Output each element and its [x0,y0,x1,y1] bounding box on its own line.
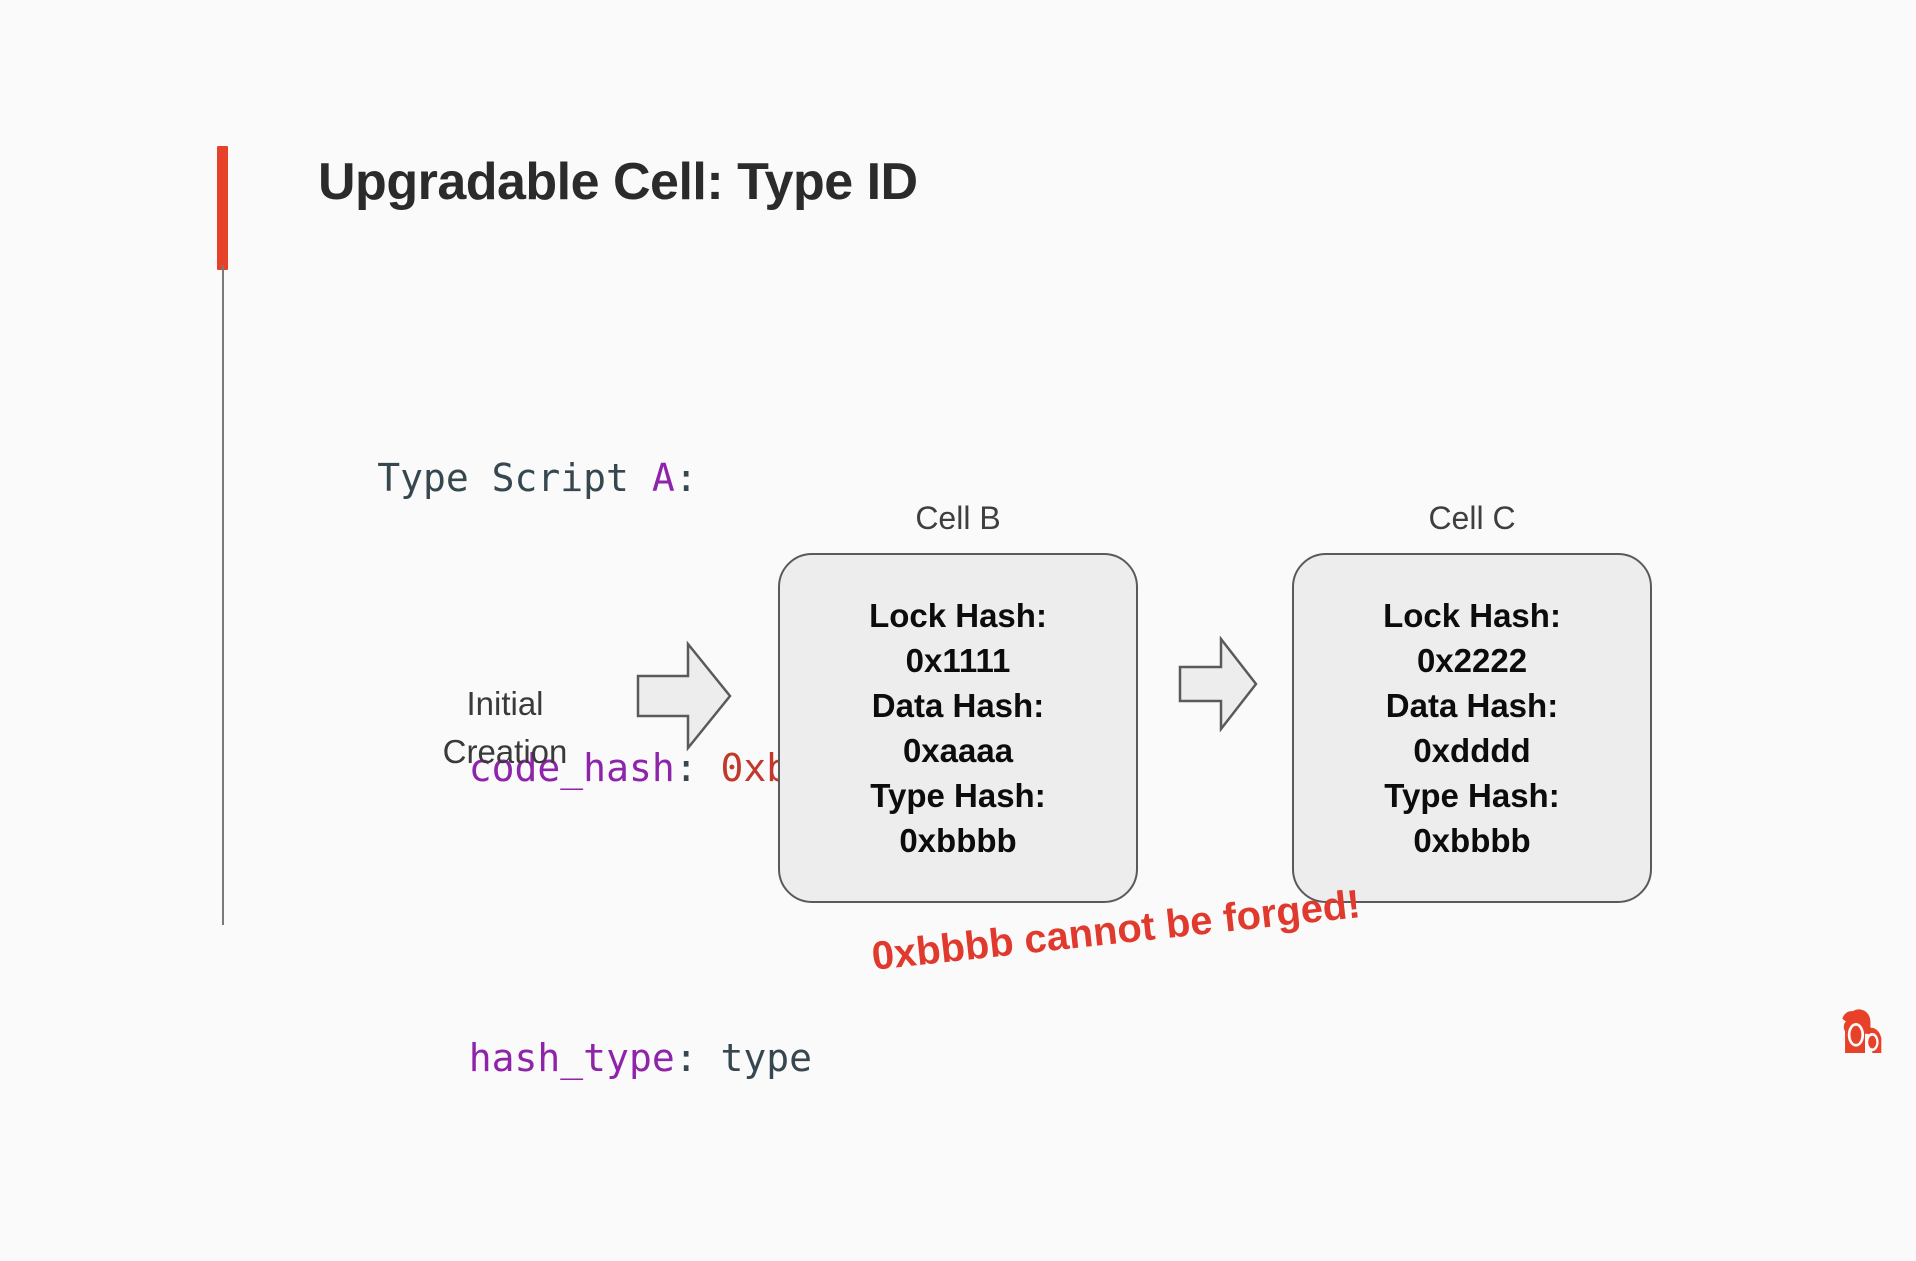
title-accent-bar [217,146,228,270]
cell-b-box: Lock Hash: 0x1111 Data Hash: 0xaaaa Type… [778,553,1138,903]
cell-b-type-hash-value: 0xbbbb [899,822,1017,859]
cell-c-type-hash-label: Type Hash: [1384,777,1560,814]
cell-b-lock-hash-label: Lock Hash: [869,597,1047,634]
cell-c-lock-hash-label: Lock Hash: [1383,597,1561,634]
left-vertical-rule [222,265,224,925]
cell-c-box: Lock Hash: 0x2222 Data Hash: 0xdddd Type… [1292,553,1652,903]
cell-b-data-hash-label: Data Hash: [871,687,1045,724]
code-line-1: Type Script A: [240,391,858,565]
code-line-3: hash_type: type [240,971,858,1145]
code-token-colon-3: : [674,1036,721,1080]
cell-b-lock-hash-value: 0x1111 [905,642,1011,679]
cell-b-title: Cell B [915,500,1001,536]
initial-creation-line-1: Initial [466,685,544,722]
code-token-colon-1: : [674,456,698,500]
arrow-initial-creation-to-cell-b [636,640,732,752]
cell-b-type-hash-label: Type Hash: [870,777,1046,814]
cell-c-data-hash-value: 0xdddd [1413,732,1531,769]
nervos-gorilla-logo-icon [1842,1009,1882,1053]
page-title: Upgradable Cell: Type ID [318,153,918,211]
cell-flow-diagram: Initial Creation Cell B Lock Hash: 0x111… [400,500,1652,903]
cell-c-lock-hash-value: 0x2222 [1416,642,1528,679]
cell-b-data-hash-value: 0xaaaa [902,732,1014,769]
code-token-type-script: Type Script [377,456,652,500]
code-token-hash-type-key: hash_type [468,1036,675,1080]
cell-c-data-hash-label: Data Hash: [1385,687,1559,724]
type-script-code-block: Type Script A: code_hash: 0xbbbb hash_ty… [240,275,858,1261]
initial-creation-label: Initial Creation [400,680,610,776]
cell-c-type-hash-value: 0xbbbb [1413,822,1531,859]
code-token-script-name: A [651,456,675,500]
code-token-code-hash-key: code_hash [468,746,675,790]
initial-creation-line-2: Creation [442,733,568,770]
arrow-cell-b-to-cell-c [1178,636,1258,732]
code-token-colon-2: : [674,746,721,790]
slide-canvas: Upgradable Cell: Type ID Type Script A: … [217,146,1882,1080]
code-token-hash-type-value: type [720,1036,812,1080]
cell-c-title: Cell C [1428,500,1516,536]
